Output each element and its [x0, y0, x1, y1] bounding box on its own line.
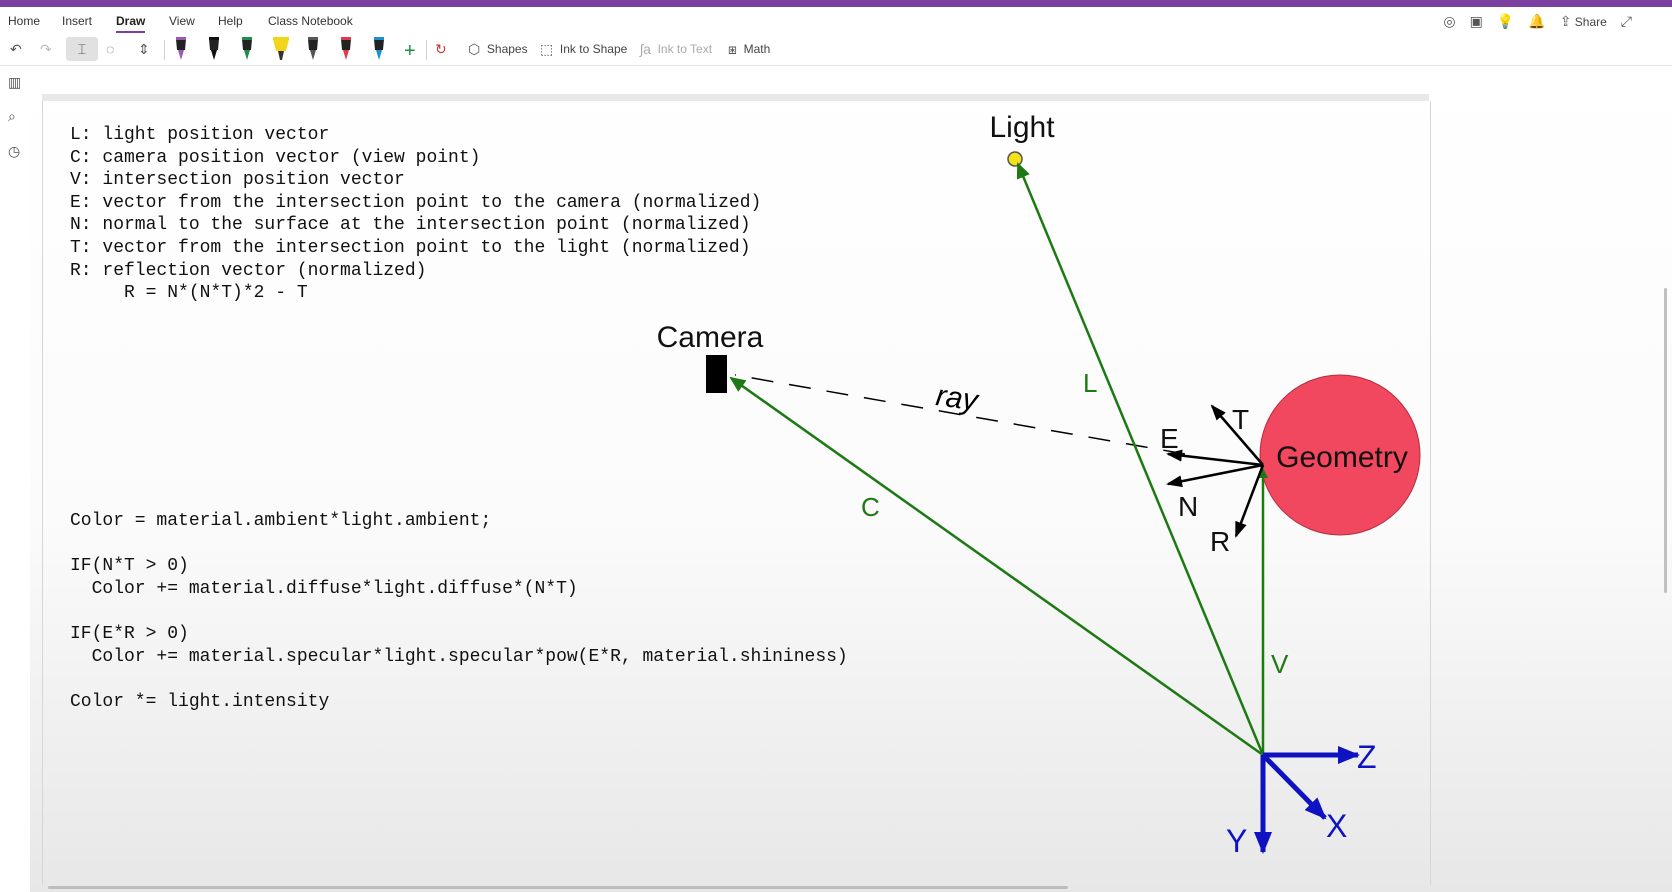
type-select-tool[interactable]: ⌶ [66, 37, 98, 61]
code-line: Color += material.diffuse*light.diffuse*… [70, 578, 578, 599]
notification-bell-icon[interactable]: 🔔 [1528, 13, 1546, 29]
redo-icon: ↷ [40, 40, 52, 57]
definition-line: N: normal to the surface at the intersec… [70, 215, 751, 236]
code-line: Color = material.ambient*light.ambient; [70, 511, 492, 531]
ink-to-text-icon: ʃa [640, 41, 651, 57]
pen-7-button[interactable] [374, 37, 384, 60]
share-button[interactable]: ⇪ Share [1560, 13, 1607, 30]
ink-to-text-label: Ink to Text [657, 42, 713, 56]
expand-icon[interactable]: ⤢ [1620, 13, 1632, 29]
code-line: Color *= light.intensity [70, 691, 330, 712]
ideas-lightbulb-icon[interactable]: 💡 [1496, 13, 1515, 29]
shapes-button[interactable]: ⬡ Shapes [468, 37, 528, 61]
tab-help[interactable]: Help [218, 14, 243, 28]
definition-line: E: vector from the intersection point to… [70, 192, 762, 213]
definition-line: C: camera position vector (view point) [70, 147, 481, 168]
pen-4-button[interactable] [273, 37, 289, 60]
tab-draw[interactable]: Draw [116, 14, 146, 33]
add-pen-icon[interactable]: + [404, 40, 416, 62]
vertical-scrollbar[interactable] [1664, 288, 1667, 593]
add-space-tool[interactable]: ⇕ [138, 37, 150, 61]
undo-icon: ↶ [10, 40, 22, 57]
tab-view[interactable]: View [169, 14, 195, 28]
pen-3-button[interactable] [242, 37, 252, 60]
shapes-label: Shapes [486, 42, 528, 56]
pen-6-button[interactable] [341, 37, 351, 60]
definition-line: T: vector from the intersection point to… [70, 237, 751, 258]
math-icon: ⧆ [728, 40, 737, 57]
tab-home[interactable]: Home [8, 14, 41, 28]
shading-code-text: Color = material.ambient*light.ambient; … [70, 510, 848, 713]
code-line: IF(N*T > 0) [70, 556, 189, 577]
horizontal-scrollbar[interactable] [48, 886, 1068, 889]
pen-5-button[interactable] [308, 37, 318, 60]
definition-line: L: light position vector [70, 125, 330, 145]
cursor-select-icon: ⌶ [77, 40, 87, 57]
definition-line: V: intersection position vector [70, 170, 405, 191]
definitions-text: L: light position vector C: camera posit… [70, 124, 761, 305]
draw-toolbar: ↶ ↷ ⌶ ◌ ⇕ + ↻ ⬡ Shapes ⬚ Ink to Shape ʃa… [0, 33, 1672, 66]
ink-to-shape-icon: ⬚ [540, 40, 554, 57]
left-nav: ▥ ⌕ ◷ [0, 66, 30, 892]
ink-to-text-button[interactable]: ʃa Ink to Text [640, 37, 712, 61]
ink-replay-button[interactable]: ↻ [435, 37, 447, 61]
ribbon-tabs: Home Insert Draw View Help Class Noteboo… [0, 7, 1672, 33]
title-stripe [0, 0, 1672, 7]
immersive-reader-icon[interactable]: ◎ [1443, 13, 1456, 29]
notebooks-icon[interactable]: ▥ [8, 74, 22, 90]
math-label: Math [743, 42, 771, 56]
undo-button[interactable]: ↶ [10, 37, 22, 61]
pen-2-button[interactable] [209, 37, 219, 60]
pen-gallery: + [176, 37, 416, 62]
toolbar-divider [426, 40, 427, 60]
redo-button[interactable]: ↷ [40, 37, 52, 61]
pen-1-button[interactable] [176, 37, 186, 60]
lasso-select-tool[interactable]: ◌ [106, 37, 114, 61]
recent-clock-icon[interactable]: ◷ [8, 143, 21, 159]
toolbar-divider [164, 40, 165, 60]
formula-line: R = N*(N*T)*2 - T [70, 283, 308, 304]
ink-to-shape-button[interactable]: ⬚ Ink to Shape [540, 37, 627, 61]
math-button[interactable]: ⧆ Math [728, 37, 770, 61]
ink-to-shape-label: Ink to Shape [559, 42, 628, 56]
ribbon-right-tools: ◎ ▣ 💡 🔔 ⇪ Share ⤢ [1443, 13, 1632, 30]
share-label: Share [1574, 15, 1607, 29]
add-space-icon: ⇕ [138, 40, 150, 57]
ink-replay-icon: ↻ [435, 40, 447, 57]
note-page [42, 101, 1431, 885]
definition-line: R: reflection vector (normalized) [70, 260, 427, 281]
page-drag-handle[interactable] [42, 94, 1429, 101]
lasso-icon: ◌ [106, 41, 115, 57]
page-versions-icon[interactable]: ▣ [1469, 13, 1483, 29]
code-line: Color += material.specular*light.specula… [70, 646, 848, 667]
tab-insert[interactable]: Insert [62, 14, 93, 28]
shapes-icon: ⬡ [468, 40, 481, 57]
code-line: IF(E*R > 0) [70, 623, 189, 644]
share-icon: ⇪ [1559, 13, 1572, 29]
tab-class-notebook[interactable]: Class Notebook [268, 14, 353, 28]
search-icon[interactable]: ⌕ [8, 108, 16, 124]
